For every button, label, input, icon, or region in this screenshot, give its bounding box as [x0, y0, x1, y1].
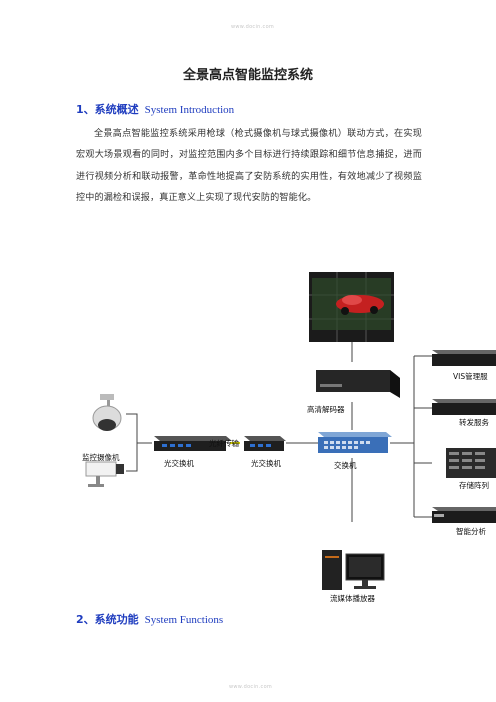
section1-title-en: System Introduction	[144, 104, 235, 116]
label-analysis: 智能分析	[456, 527, 486, 536]
system-diagram: 高清解码器 监控摄像机 光纤传输 光交换机 光交换机 交换机 VIS管理服 转发…	[0, 262, 496, 603]
page-title: 全景高点智能监控系统	[182, 68, 313, 83]
section2-heading: 2、系统功能 System Functions	[76, 611, 223, 627]
label-vis: VIS管理服	[453, 372, 488, 381]
label-optical-switch-2: 光交换机	[251, 459, 281, 468]
video-wall-icon	[309, 272, 394, 342]
storage-array-icon	[446, 448, 496, 478]
analysis-server-icon	[432, 507, 496, 523]
vis-server-icon	[432, 350, 496, 366]
optical-switch-1-icon	[154, 436, 232, 451]
section1-heading: 1、系统概述 System Introduction	[76, 101, 234, 117]
hd-decoder-icon	[316, 370, 400, 398]
label-switch: 交换机	[334, 461, 357, 470]
core-switch-icon	[318, 432, 392, 453]
section2-number: 2、	[76, 613, 95, 626]
section1-number: 1、	[76, 103, 95, 116]
label-player: 流媒体播放器	[330, 594, 375, 603]
label-optical-switch-1: 光交换机	[164, 459, 194, 468]
diagram-canvas	[85, 272, 496, 590]
section2-title-en: System Functions	[144, 614, 224, 626]
label-camera: 监控摄像机	[82, 453, 120, 462]
optical-switch-2-icon	[244, 436, 286, 451]
media-player-icon	[322, 550, 385, 590]
section1-text: 全景高点智能监控系统采用枪球（枪式摄像机与球式摄像机）联动方式，在实现宏观大场景…	[76, 129, 422, 204]
label-fiber: 光纤传输	[209, 439, 239, 448]
section1-title-cn: 系统概述	[94, 103, 139, 116]
watermark-bottom: www.docin.com	[229, 684, 273, 690]
forward-server-icon	[432, 399, 496, 415]
camera-bracket-line	[126, 413, 138, 472]
section2-title-cn: 系统功能	[94, 613, 139, 626]
watermark-top: www.docin.com	[231, 24, 275, 30]
connection-lines	[126, 342, 432, 522]
dome-camera-icon	[92, 394, 122, 431]
label-decoder: 高清解码器	[307, 405, 345, 414]
section1-paragraph: 全景高点智能监控系统采用枪球（枪式摄像机与球式摄像机）联动方式，在实现宏观大场景…	[76, 124, 422, 210]
label-storage: 存储阵列	[459, 481, 489, 490]
box-camera-icon	[85, 461, 124, 487]
label-forward: 转发服务	[459, 418, 489, 427]
